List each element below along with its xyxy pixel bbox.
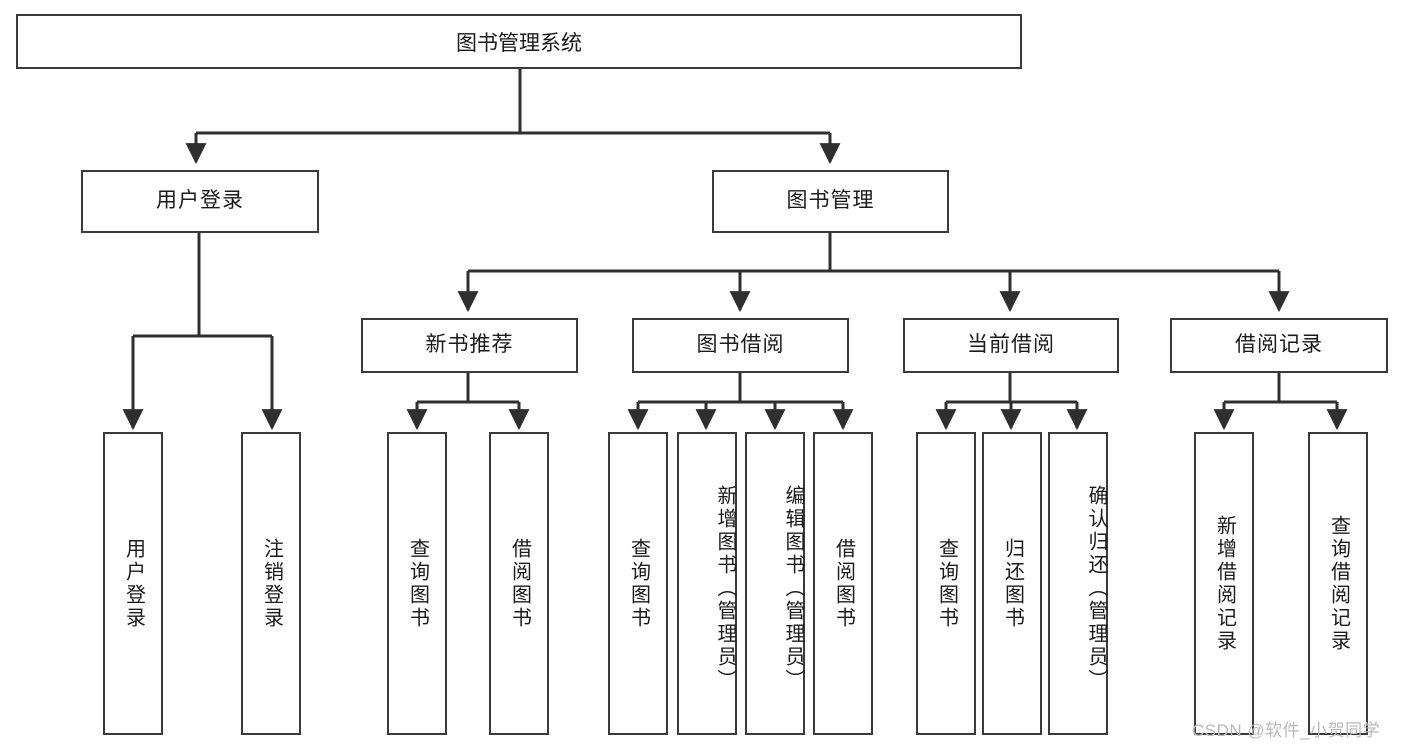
node-label: 确认归还（管理员） <box>1085 485 1107 692</box>
node-label: 查询借阅记录 <box>1327 514 1350 653</box>
watermark-csdn: CSDN @软件_小贺同学 <box>1192 721 1381 740</box>
node-label: 图书管理系统 <box>456 31 582 55</box>
leaf-book-borrow-edit-book-admin[interactable]: 编辑图书（管理员） <box>745 432 805 735</box>
node-label: 新增图书（管理员） <box>714 485 736 692</box>
leaf-book-borrow-query-book[interactable]: 查询图书 <box>608 432 668 735</box>
leaf-new-book-query-book[interactable]: 查询图书 <box>387 432 447 735</box>
node-label: 查询图书 <box>935 537 958 630</box>
leaf-book-borrow-add-book-admin[interactable]: 新增图书（管理员） <box>677 432 737 735</box>
leaf-user-login-logout[interactable]: 注销登录 <box>241 432 301 735</box>
leaf-book-borrow-borrow-book[interactable]: 借阅图书 <box>813 432 873 735</box>
leaf-borrow-record-query-record[interactable]: 查询借阅记录 <box>1308 432 1368 735</box>
node-label: 图书借阅 <box>696 333 785 357</box>
node-label: 借阅图书 <box>508 537 531 630</box>
leaf-user-login-login[interactable]: 用户登录 <box>103 432 163 735</box>
node-label: 新增借阅记录 <box>1213 514 1236 653</box>
leaf-new-book-borrow-book[interactable]: 借阅图书 <box>489 432 549 735</box>
node-label: 注销登录 <box>260 537 283 630</box>
node-borrow-record[interactable]: 借阅记录 <box>1170 318 1388 373</box>
node-label: 新书推荐 <box>425 333 514 357</box>
node-label: 用户登录 <box>156 189 244 213</box>
node-book-management[interactable]: 图书管理 <box>712 170 949 233</box>
leaf-current-borrow-confirm-return-admin[interactable]: 确认归还（管理员） <box>1048 432 1108 735</box>
node-label: 当前借阅 <box>967 333 1055 357</box>
leaf-current-borrow-return-book[interactable]: 归还图书 <box>982 432 1042 735</box>
node-label: 编辑图书（管理员） <box>782 485 804 692</box>
node-root-book-management-system[interactable]: 图书管理系统 <box>16 14 1022 69</box>
node-new-book-recommend[interactable]: 新书推荐 <box>361 318 578 373</box>
node-book-borrow[interactable]: 图书借阅 <box>632 318 849 373</box>
node-label: 图书管理 <box>786 189 875 213</box>
node-label: 查询图书 <box>627 537 650 630</box>
node-current-borrow[interactable]: 当前借阅 <box>903 318 1119 373</box>
leaf-current-borrow-query-book[interactable]: 查询图书 <box>916 432 976 735</box>
node-label: 用户登录 <box>122 537 145 630</box>
node-label: 借阅图书 <box>832 537 855 630</box>
node-label: 查询图书 <box>406 537 429 630</box>
node-user-login[interactable]: 用户登录 <box>81 170 319 233</box>
leaf-borrow-record-add-record[interactable]: 新增借阅记录 <box>1194 432 1254 735</box>
node-label: 借阅记录 <box>1235 333 1323 357</box>
node-label: 归还图书 <box>1001 537 1024 630</box>
